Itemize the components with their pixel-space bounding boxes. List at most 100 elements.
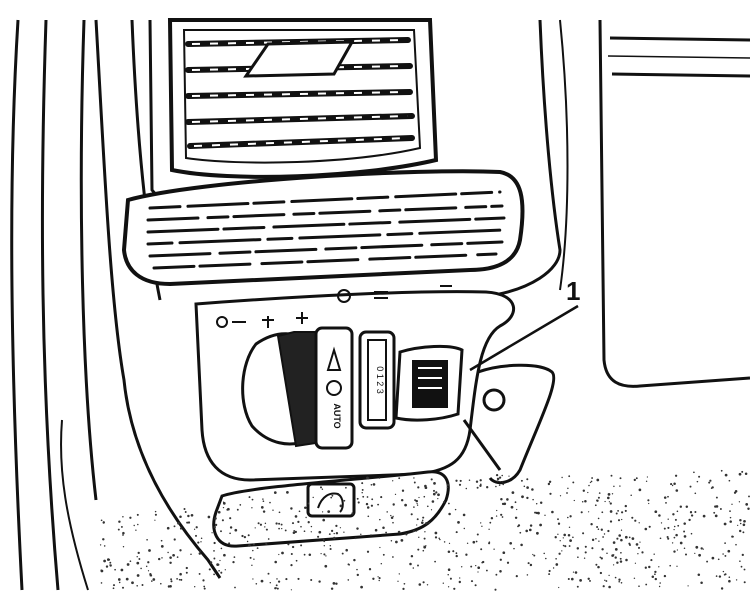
- stipple-dot: [728, 579, 731, 583]
- stipple-dot: [714, 514, 718, 518]
- stipple-dot: [601, 511, 604, 514]
- stipple-dot: [210, 562, 212, 565]
- stipple-dot: [572, 481, 575, 484]
- stipple-dot: [322, 518, 326, 522]
- stipple-dot: [612, 564, 615, 566]
- stipple-dot: [734, 490, 738, 493]
- stipple-dot: [415, 530, 418, 532]
- stipple-dot: [253, 558, 255, 560]
- stipple-dot: [109, 561, 112, 564]
- stipple-dot: [432, 489, 436, 492]
- stipple-dot: [432, 492, 436, 496]
- stipple-dot: [659, 537, 662, 540]
- stipple-dot: [477, 566, 481, 570]
- stipple-dot: [506, 498, 509, 501]
- stipple-dot: [508, 475, 510, 477]
- stipple-dot: [742, 523, 746, 527]
- stipple-dot: [307, 521, 310, 524]
- stipple-dot: [367, 515, 370, 518]
- stipple-dot: [628, 536, 631, 539]
- stipple-dot: [310, 525, 313, 528]
- lighting-symbols-icon: [216, 285, 452, 328]
- stipple-dot: [277, 580, 281, 583]
- stipple-dot: [646, 476, 649, 478]
- stipple-dot: [475, 564, 477, 567]
- stipple-dot: [613, 485, 615, 488]
- stipple-dot: [370, 504, 374, 507]
- stipple-dot: [638, 522, 640, 524]
- stipple-dot: [177, 521, 180, 525]
- stipple-dot: [327, 510, 331, 513]
- stipple-dot: [112, 587, 115, 590]
- stipple-dot: [194, 586, 196, 588]
- stipple-dot: [278, 553, 280, 556]
- stipple-dot: [558, 552, 561, 555]
- stipple-dot: [434, 560, 436, 563]
- stipple-dot: [421, 519, 424, 522]
- stipple-dot: [653, 553, 655, 555]
- stipple-dot: [693, 471, 695, 474]
- stipple-dot: [333, 532, 335, 535]
- stipple-dot: [176, 556, 179, 558]
- stipple-dot: [455, 554, 458, 558]
- stipple-dot: [698, 553, 701, 557]
- stipple-dot: [248, 496, 251, 499]
- stipple-dot: [149, 575, 151, 577]
- stipple-dot: [618, 580, 620, 583]
- stipple-dot: [476, 533, 479, 536]
- stipple-dot: [400, 539, 404, 542]
- stipple-dot: [259, 523, 263, 526]
- stipple-dot: [472, 540, 476, 544]
- stipple-dot: [122, 546, 125, 548]
- stipple-dot: [198, 572, 201, 575]
- stipple-dot: [448, 512, 451, 516]
- stipple-dot: [609, 502, 612, 505]
- stipple-dot: [495, 473, 499, 477]
- stipple-dot: [422, 516, 425, 519]
- stipple-dot: [618, 534, 622, 537]
- stipple-dot: [618, 578, 621, 581]
- stipple-dot: [108, 558, 111, 561]
- stipple-dot: [579, 579, 582, 582]
- stipple-dot: [516, 508, 518, 511]
- stipple-dot: [333, 536, 336, 540]
- stipple-dot: [648, 565, 651, 569]
- stipple-dot: [674, 518, 677, 521]
- lower-switch-plate: [212, 470, 450, 548]
- stipple-dot: [732, 535, 734, 538]
- stipple-dot: [548, 480, 552, 483]
- stipple-dot: [218, 569, 220, 572]
- stipple-dot: [617, 519, 621, 522]
- stipple-dot: [329, 544, 332, 547]
- stipple-dot: [422, 581, 425, 584]
- stipple-dot: [724, 473, 728, 477]
- stipple-dot: [635, 543, 639, 546]
- stipple-dot: [446, 486, 449, 489]
- stipple-dot: [743, 581, 746, 584]
- stipple-dot: [137, 523, 139, 526]
- stipple-dot: [152, 578, 156, 581]
- stipple-dot: [401, 489, 405, 492]
- stipple-dot: [266, 543, 268, 546]
- stipple-dot: [604, 500, 606, 503]
- stipple-dot: [673, 536, 676, 539]
- stipple-dot: [595, 538, 597, 540]
- stipple-dot: [619, 557, 622, 560]
- stipple-dot: [722, 570, 725, 573]
- stipple-dot: [561, 476, 563, 479]
- stipple-dot: [454, 508, 457, 511]
- stipple-dot: [372, 577, 375, 580]
- stipple-dot: [658, 566, 660, 568]
- stipple-dot: [634, 519, 637, 522]
- stipple-dot: [738, 501, 741, 503]
- stipple-dot: [185, 571, 188, 574]
- stipple-dot: [221, 519, 224, 522]
- stipple-dot: [417, 486, 420, 489]
- carpet-stipple: [99, 469, 750, 591]
- stipple-dot: [246, 540, 249, 543]
- stipple-dot: [679, 541, 683, 545]
- stipple-dot: [741, 470, 744, 473]
- dimmer-thumbwheel-switch: 0 1 2 3: [358, 330, 396, 430]
- stipple-dot: [284, 529, 287, 532]
